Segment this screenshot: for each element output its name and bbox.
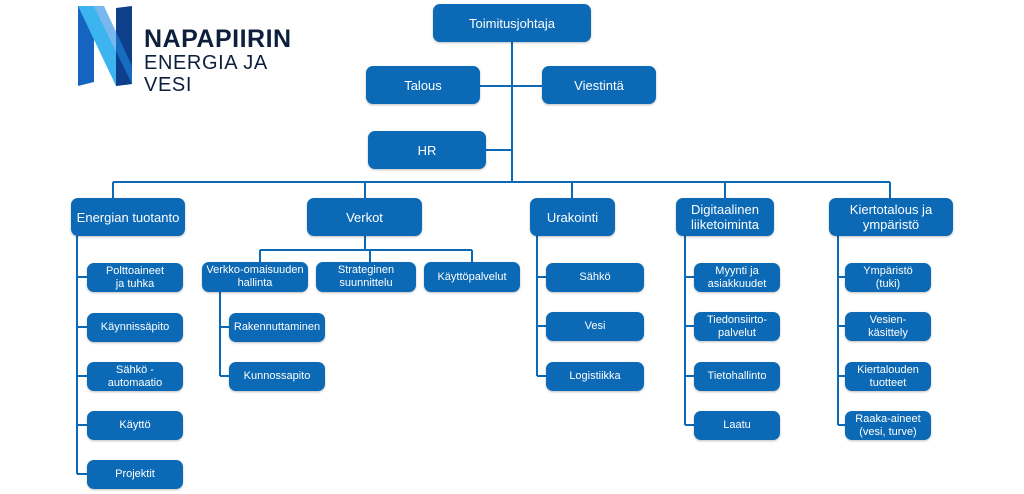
unit-projektit: Projektit <box>87 460 183 489</box>
dept-kiertotalous-ja-ymparisto: Kiertotalous ja ympäristö <box>829 198 953 236</box>
unit-tiedonsiirtopalvelut: Tiedonsiirto- palvelut <box>694 312 780 341</box>
unit-polttoaineet-ja-tuhka: Polttoaineet ja tuhka <box>87 263 183 292</box>
dept-digitaalinen-liiketoiminta: Digitaalinen liiketoiminta <box>676 198 774 236</box>
box-hr: HR <box>368 131 486 169</box>
unit-vesi: Vesi <box>546 312 644 341</box>
group-verkko-omaisuuden-hallinta: Verkko-omaisuuden hallinta <box>202 262 308 292</box>
box-communications: Viestintä <box>542 66 656 104</box>
unit-rakennuttaminen: Rakennuttaminen <box>229 313 325 342</box>
unit-sahko: Sähkö <box>546 263 644 292</box>
group-strateginen-suunnittelu: Strateginen suunnittelu <box>316 262 416 292</box>
unit-logistiikka: Logistiikka <box>546 362 644 391</box>
dept-urakointi: Urakointi <box>530 198 615 236</box>
unit-vesienkasittely: Vesien- käsittely <box>845 312 931 341</box>
unit-kaynnissapito: Käynnissäpito <box>87 313 183 342</box>
logo-text-napapiirin: NAPAPIIRIN <box>144 25 292 53</box>
unit-kiertotalouden-tuotteet: Kiertalouden tuotteet <box>845 362 931 391</box>
unit-tietohallinto: Tietohallinto <box>694 362 780 391</box>
box-ceo: Toimitusjohtaja <box>433 4 591 42</box>
unit-sahko-automaatio: Sähkö - automaatio <box>87 362 183 391</box>
group-kayttopalvelut: Käyttöpalvelut <box>424 262 520 292</box>
dept-verkot: Verkot <box>307 198 422 236</box>
logo-mark-icon <box>78 6 132 86</box>
box-finance: Talous <box>366 66 480 104</box>
unit-kunnossapito: Kunnossapito <box>229 362 325 391</box>
logo-text-energia-ja-vesi: ENERGIA JA VESI <box>144 52 267 96</box>
company-logo: NAPAPIIRIN ENERGIA JA VESI <box>74 4 314 96</box>
unit-raaka-aineet: Raaka-aineet (vesi, turve) <box>845 411 931 440</box>
dept-energian-tuotanto: Energian tuotanto <box>71 198 185 236</box>
unit-myynti-ja-asiakkuudet: Myynti ja asiakkuudet <box>694 263 780 292</box>
unit-laatu: Laatu <box>694 411 780 440</box>
unit-ymparisto-tuki: Ympäristö (tuki) <box>845 263 931 292</box>
unit-kaytto: Käyttö <box>87 411 183 440</box>
